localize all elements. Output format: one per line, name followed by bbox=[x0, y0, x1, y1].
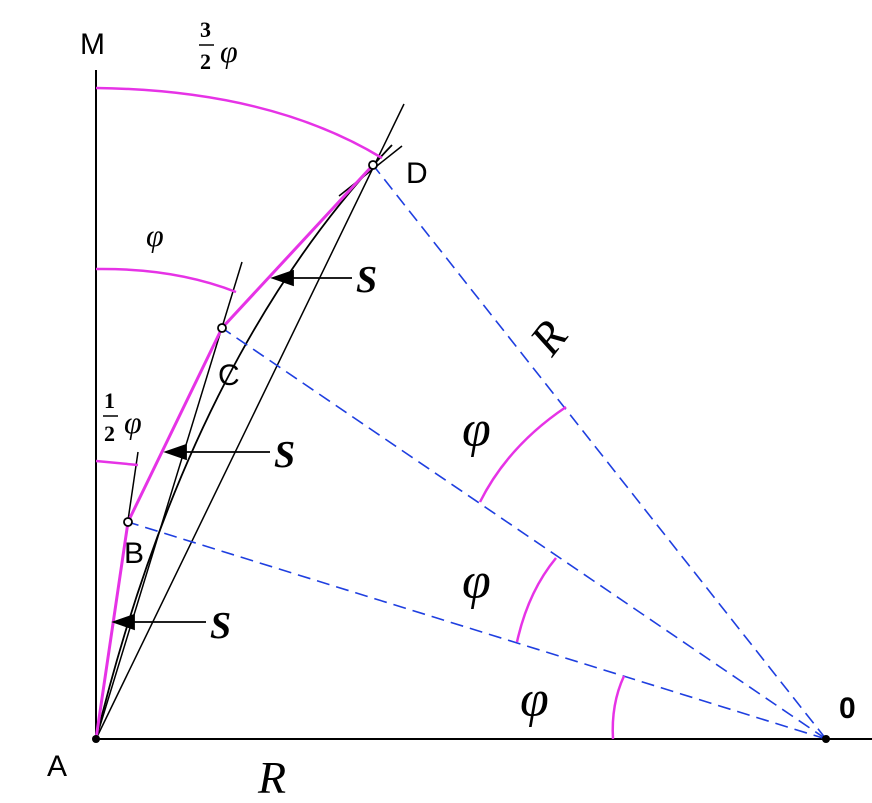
chord-label-upper: S bbox=[356, 259, 377, 301]
radius-label-slanted: R bbox=[519, 311, 577, 365]
label-M: M bbox=[80, 28, 105, 61]
three-half-den: 2 bbox=[200, 49, 211, 74]
point-C bbox=[217, 323, 227, 333]
angle-arc-3 bbox=[478, 405, 567, 503]
half-num: 1 bbox=[104, 388, 115, 413]
angle-label-phi: φ bbox=[146, 217, 164, 253]
magenta-chords bbox=[94, 163, 375, 740]
tangent-line-D bbox=[338, 145, 403, 197]
angle-label-3: φ bbox=[462, 401, 491, 458]
label-three-half-phi: 3 2 φ bbox=[199, 17, 238, 74]
radii bbox=[127, 164, 827, 740]
angle-label-2: φ bbox=[462, 553, 491, 610]
chord-label-lower: S bbox=[210, 605, 231, 647]
label-B: B bbox=[124, 537, 144, 570]
point-D bbox=[368, 160, 378, 170]
point-O bbox=[822, 735, 830, 743]
point-A bbox=[92, 735, 100, 743]
arrow-lower-head bbox=[111, 613, 135, 631]
three-half-num: 3 bbox=[200, 17, 211, 42]
chord-line-A-D bbox=[95, 103, 405, 740]
radius-label-bottom: R bbox=[257, 752, 286, 803]
arrow-middle-head bbox=[163, 443, 187, 461]
arc-three-half-phi bbox=[95, 86, 383, 160]
angle-label-1: φ bbox=[520, 671, 549, 728]
circle-arc bbox=[95, 144, 393, 740]
label-A: A bbox=[47, 750, 67, 783]
three-half-phi: φ bbox=[220, 33, 238, 69]
half-phi: φ bbox=[124, 404, 142, 440]
chord-line-A-C bbox=[95, 261, 243, 740]
arrow-upper-head bbox=[270, 269, 294, 287]
label-O: 0 bbox=[839, 692, 856, 725]
label-half-phi: 1 2 φ bbox=[103, 388, 142, 446]
angle-arc-1 bbox=[611, 675, 626, 740]
radius-O-B bbox=[127, 521, 827, 740]
chord-label-middle: S bbox=[274, 434, 295, 476]
arrows bbox=[111, 269, 352, 631]
radius-O-D bbox=[372, 164, 827, 740]
arc-half-phi bbox=[95, 459, 139, 467]
arc-phi bbox=[95, 267, 237, 294]
half-den: 2 bbox=[104, 421, 115, 446]
label-D: D bbox=[406, 157, 428, 190]
radius-O-C bbox=[221, 327, 827, 740]
label-C: C bbox=[218, 359, 240, 392]
angle-arc-2 bbox=[515, 557, 557, 643]
point-B bbox=[123, 517, 133, 527]
